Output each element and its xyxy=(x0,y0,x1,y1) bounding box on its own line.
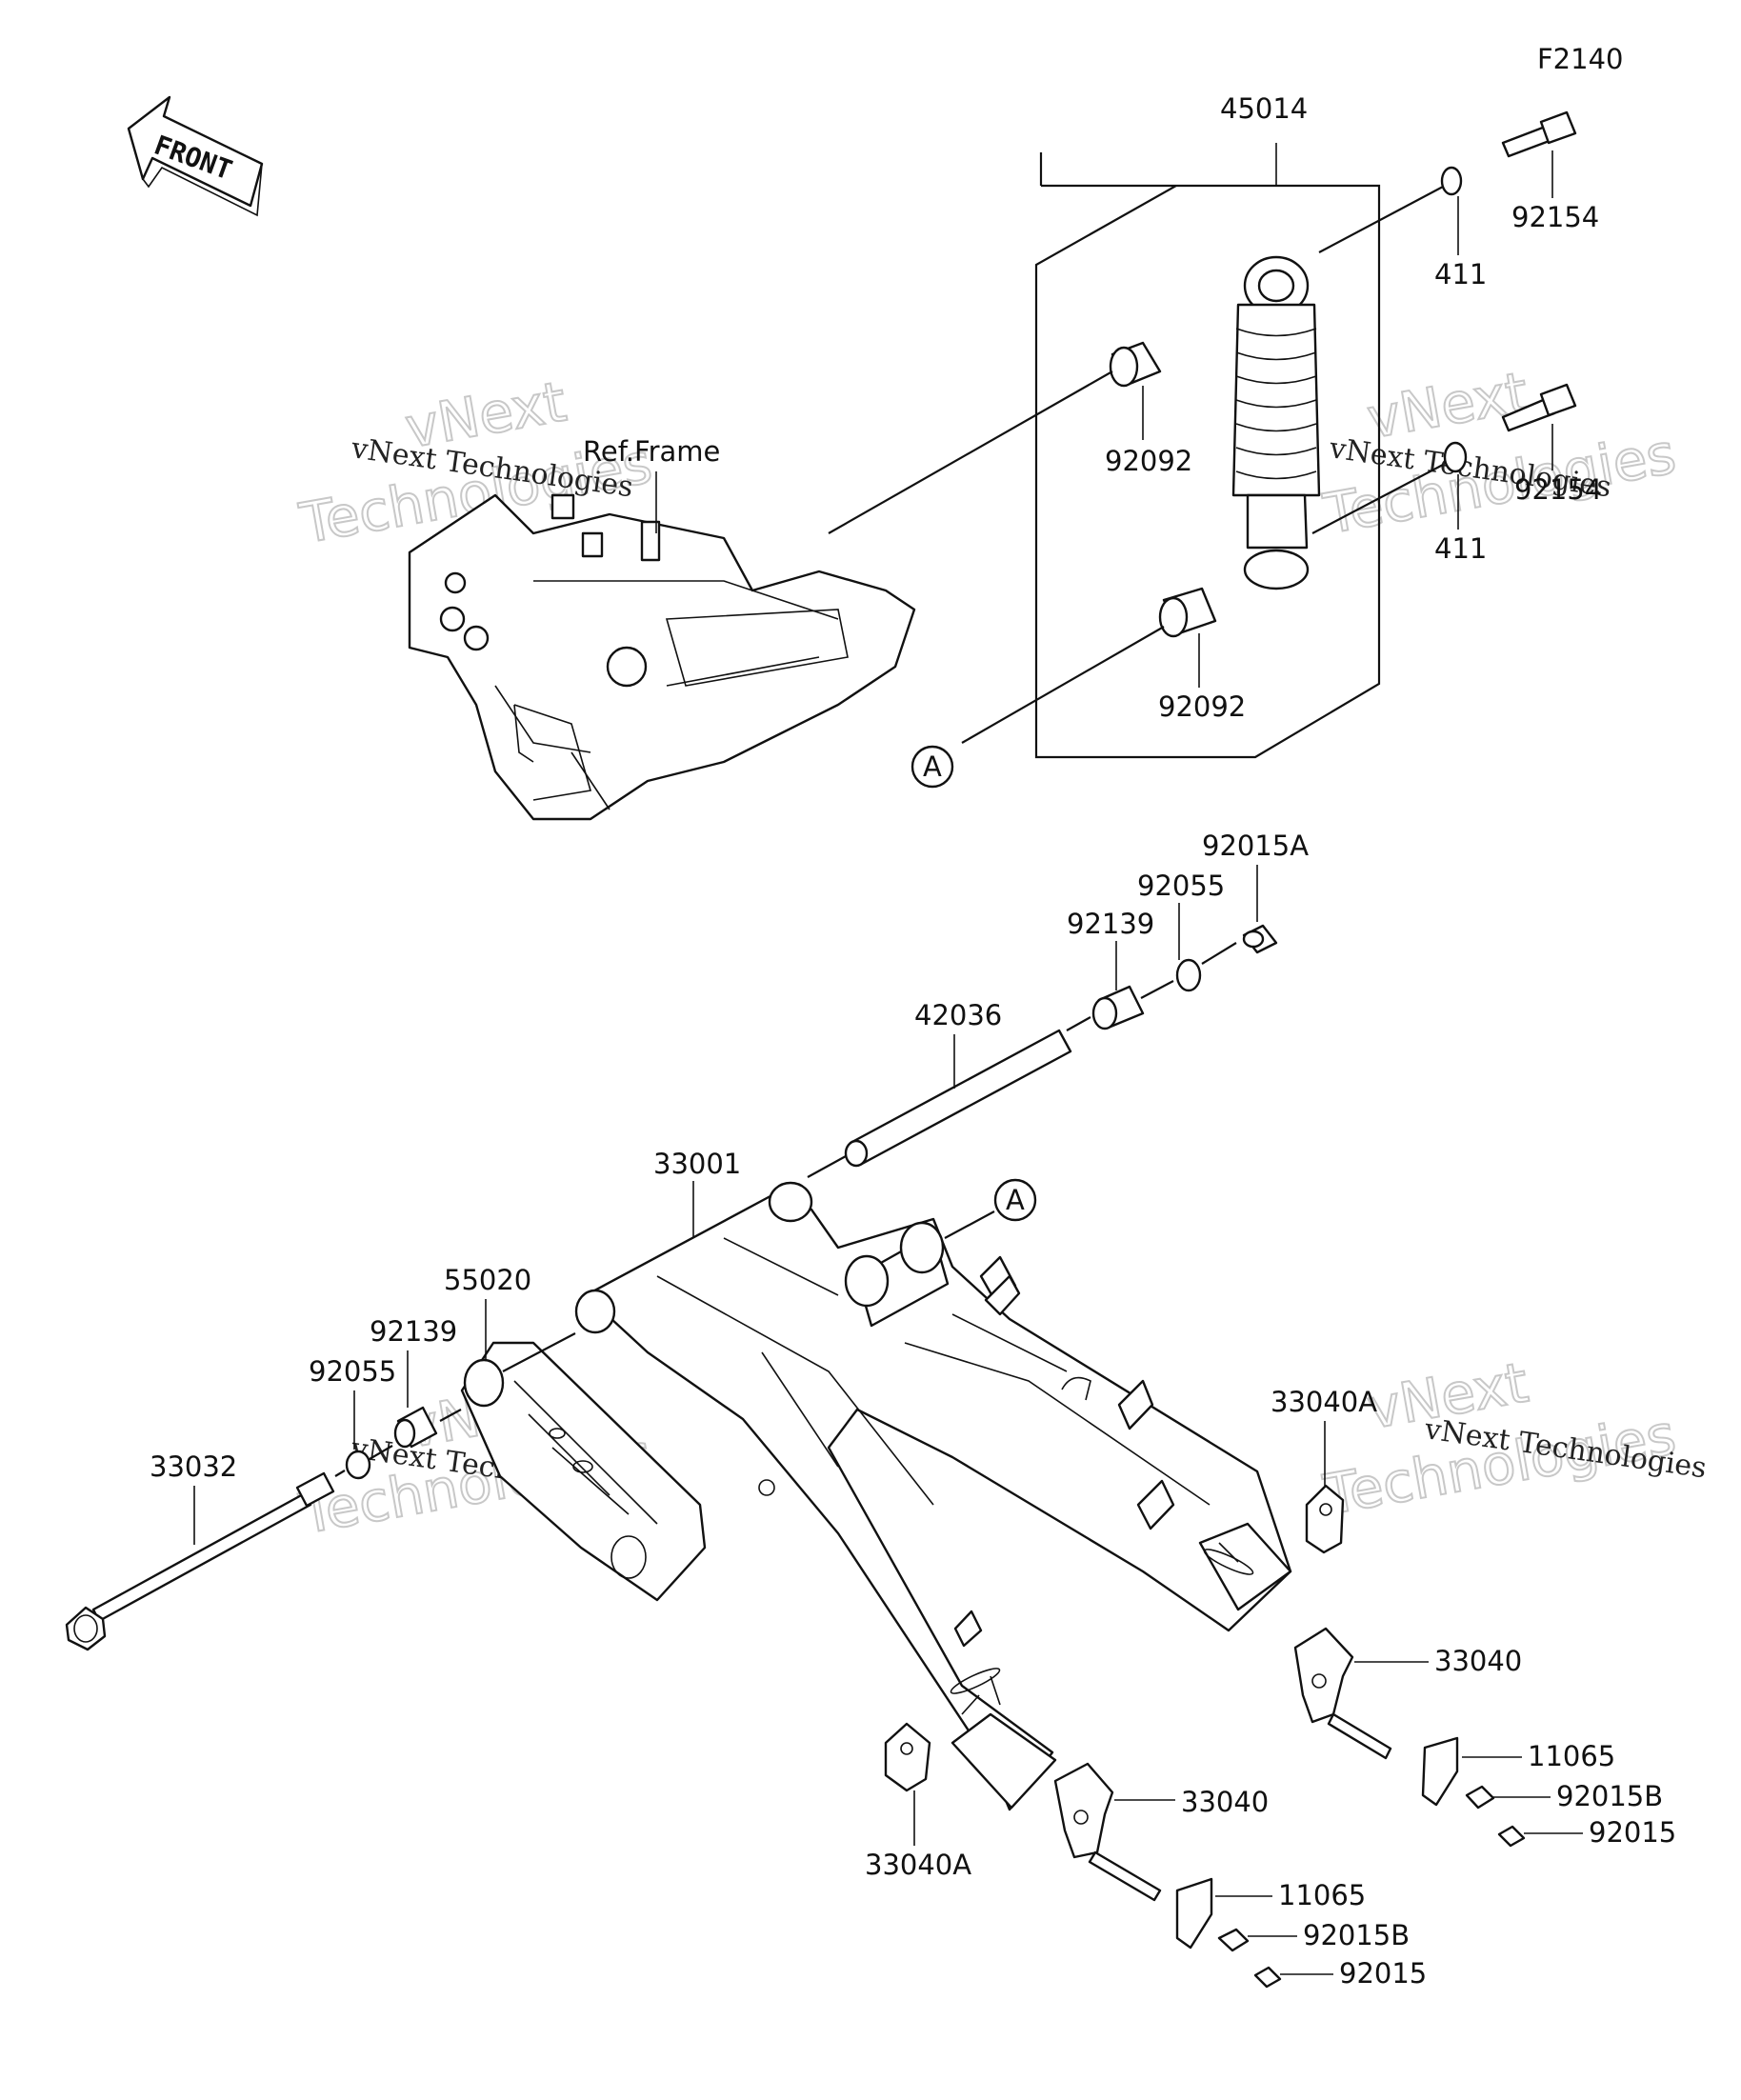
collar-92139-upper xyxy=(1091,985,1145,1030)
part-label-92092-lower: 92092 xyxy=(1158,690,1246,723)
nut-92015a xyxy=(1242,924,1278,954)
bushing-lower xyxy=(1158,587,1217,638)
part-label-92139-upper: 92139 xyxy=(1067,908,1154,940)
adjuster-33040-right xyxy=(1293,1627,1392,1760)
part-label-92015-left: 92015 xyxy=(1339,1957,1427,1990)
ring-92055-upper xyxy=(1175,958,1202,992)
part-label-33040-right: 33040 xyxy=(1434,1645,1522,1677)
nut-92015b-right xyxy=(1465,1785,1495,1810)
ref-frame-label: Ref.Frame xyxy=(583,435,720,468)
figure-code: F2140 xyxy=(1537,43,1623,75)
part-label-42036: 42036 xyxy=(914,999,1002,1031)
washer-upper xyxy=(1440,166,1463,196)
frame-ref xyxy=(408,493,916,821)
part-label-92092-upper: 92092 xyxy=(1105,445,1192,477)
part-label-92015-right: 92015 xyxy=(1589,1816,1676,1849)
nut-92015b-left xyxy=(1217,1928,1250,1952)
chain-guide-55020 xyxy=(460,1341,707,1602)
part-label-33040a-left: 33040A xyxy=(865,1849,971,1881)
part-label-411-upper: 411 xyxy=(1434,258,1487,290)
part-label-33001: 33001 xyxy=(653,1148,741,1180)
watermark-1: vNext Technologies vNext Technologies xyxy=(294,368,658,557)
part-label-411-lower: 411 xyxy=(1434,532,1487,565)
part-label-92055-upper: 92055 xyxy=(1137,870,1225,902)
plate-33040a-right xyxy=(1305,1484,1345,1554)
shock-absorber xyxy=(1231,255,1321,590)
watermark-2: vNext Technologies vNext Technologies xyxy=(1318,358,1682,548)
part-label-33040-left: 33040 xyxy=(1181,1786,1269,1818)
ref-mark-lower-label: A xyxy=(1006,1184,1025,1216)
pivot-tube-42036 xyxy=(844,1029,1072,1168)
part-label-33032: 33032 xyxy=(150,1450,237,1483)
collar-92139-lower xyxy=(393,1406,438,1449)
ref-mark-lower: A xyxy=(993,1178,1037,1222)
part-label-92154-lower: 92154 xyxy=(1514,473,1602,506)
plate-11065-left xyxy=(1175,1877,1213,1950)
nut-92015-right xyxy=(1497,1825,1526,1848)
part-label-92015b-right: 92015B xyxy=(1556,1780,1663,1812)
ring-92055-lower xyxy=(345,1450,371,1480)
watermark-brand-top: vNext xyxy=(1363,359,1533,450)
bolt-lower xyxy=(1501,383,1577,432)
part-label-92055-lower: 92055 xyxy=(309,1355,396,1388)
bolt-upper xyxy=(1501,110,1577,158)
part-label-92154-upper: 92154 xyxy=(1511,201,1599,233)
plate-11065-right xyxy=(1421,1736,1459,1807)
front-arrow-icon: FRONT xyxy=(127,95,264,217)
part-label-45014: 45014 xyxy=(1220,92,1308,125)
bushing-upper xyxy=(1109,341,1162,388)
part-label-11065-left: 11065 xyxy=(1278,1879,1366,1911)
plate-33040a-left xyxy=(884,1722,931,1792)
adjuster-33040-left xyxy=(1053,1762,1162,1902)
part-label-92139-lower: 92139 xyxy=(370,1315,457,1348)
nut-92015-left xyxy=(1253,1966,1282,1989)
washer-lower xyxy=(1443,441,1468,473)
pivot-shaft-33032 xyxy=(65,1471,335,1651)
part-label-92015a: 92015A xyxy=(1202,830,1309,862)
ref-mark-upper: A xyxy=(911,745,954,789)
swingarm-33001 xyxy=(574,1181,1292,1811)
part-label-11065-right: 11065 xyxy=(1528,1740,1615,1772)
part-label-55020: 55020 xyxy=(444,1264,531,1296)
part-label-92015b-left: 92015B xyxy=(1303,1919,1410,1951)
ref-mark-upper-label: A xyxy=(923,750,942,783)
part-label-33040a-right: 33040A xyxy=(1271,1386,1377,1418)
watermark-4: vNext Technologies vNext Technologies xyxy=(1318,1349,1709,1529)
